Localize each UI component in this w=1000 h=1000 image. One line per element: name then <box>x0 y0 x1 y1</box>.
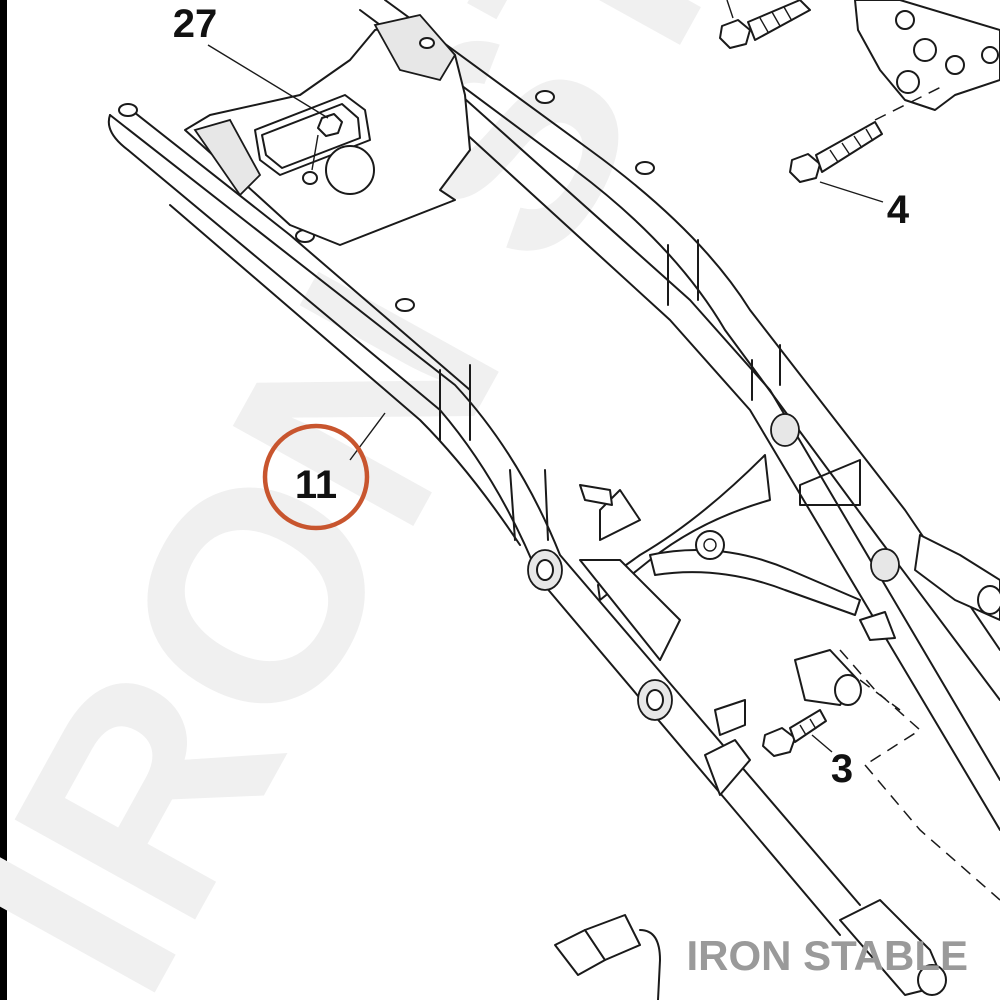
bolt-3 <box>762 709 827 757</box>
bolt-27 <box>302 113 343 185</box>
callout-27: 27 <box>173 2 218 46</box>
grommet <box>770 413 800 447</box>
left-rail-end-fitting <box>794 649 862 706</box>
right-rail-end-fitting <box>914 534 1000 621</box>
leader-11 <box>349 412 386 461</box>
leader-3 <box>811 734 833 753</box>
watermark-corner: IRON STABLE <box>686 932 968 979</box>
left-border-bar <box>0 0 7 1000</box>
bolt-top <box>719 0 811 49</box>
left-rail-top-edge <box>109 114 861 906</box>
right-rail-top-edge <box>384 0 1000 651</box>
callout-4: 4 <box>887 188 910 232</box>
rear-frame-assembly <box>107 0 1000 996</box>
cross-member <box>597 454 771 601</box>
callout-11: 11 <box>295 463 337 507</box>
grommet <box>527 549 563 591</box>
bolt-4 <box>789 121 883 183</box>
frame-stud <box>118 90 655 312</box>
grommet <box>870 548 900 582</box>
callout-3: 3 <box>831 747 853 791</box>
highlight-circle <box>262 423 370 531</box>
connector-sensor <box>554 914 661 1000</box>
upper-mount-bracket <box>854 0 1000 111</box>
leader-27 <box>207 44 329 119</box>
alignment-lines <box>839 84 1000 901</box>
lower-rail-end-fitting <box>839 899 947 996</box>
grommet <box>637 679 673 721</box>
leader-4 <box>819 181 884 203</box>
